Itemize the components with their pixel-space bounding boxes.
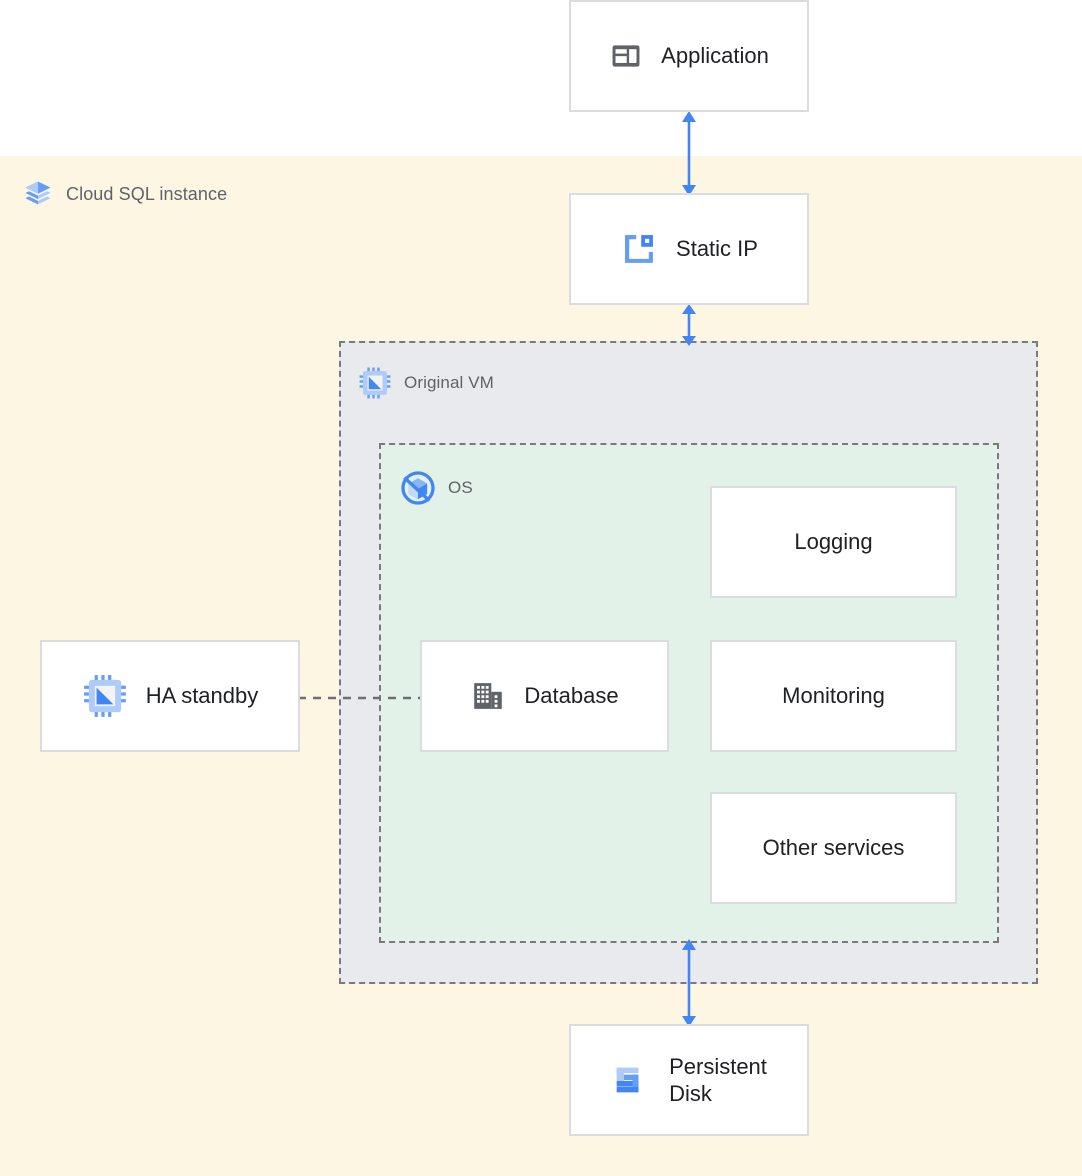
node-label-application: Application [661, 43, 769, 69]
region-label-original-vm: Original VM [404, 373, 494, 392]
node-ha-standby[interactable]: HA standby [40, 640, 300, 752]
region-header-cloud-sql-instance: Cloud SQL instance [22, 178, 227, 210]
node-label-database: Database [524, 683, 619, 709]
node-database[interactable]: Database [420, 640, 669, 752]
node-label-other-services: Other services [762, 835, 905, 861]
connector-ha-standby-to-database [298, 687, 422, 700]
node-label-persistent-disk: Persistent Disk [669, 1053, 767, 1107]
node-label-static-ip: Static IP [676, 236, 758, 262]
application-window-icon [609, 39, 643, 73]
connector-application-to-static-ip [671, 110, 707, 197]
persistent-disk-steps-icon [611, 1060, 651, 1100]
vm-chip-icon [358, 366, 392, 400]
static-ip-square-icon [620, 230, 658, 268]
node-monitoring[interactable]: Monitoring [710, 640, 957, 752]
os-circle-cube-icon [400, 470, 436, 506]
region-label-os: OS [448, 478, 473, 497]
vm-chip-icon [82, 673, 128, 719]
region-label-cloud-sql-instance: Cloud SQL instance [66, 183, 228, 204]
region-header-os: OS [400, 470, 473, 506]
database-building-icon [470, 678, 506, 714]
connector-os-to-persistent-disk [671, 938, 707, 1028]
node-label-ha-standby: HA standby [145, 683, 259, 709]
connector-static-ip-to-original-vm [671, 303, 707, 347]
region-header-original-vm: Original VM [358, 366, 494, 400]
node-label-logging: Logging [794, 529, 873, 555]
node-persistent-disk[interactable]: Persistent Disk [569, 1024, 809, 1136]
node-static-ip[interactable]: Static IP [569, 193, 809, 305]
node-application[interactable]: Application [569, 0, 809, 112]
node-label-monitoring: Monitoring [782, 683, 885, 709]
node-other-services[interactable]: Other services [710, 792, 957, 904]
node-logging[interactable]: Logging [710, 486, 957, 598]
cloud-sql-layers-icon [22, 178, 54, 210]
